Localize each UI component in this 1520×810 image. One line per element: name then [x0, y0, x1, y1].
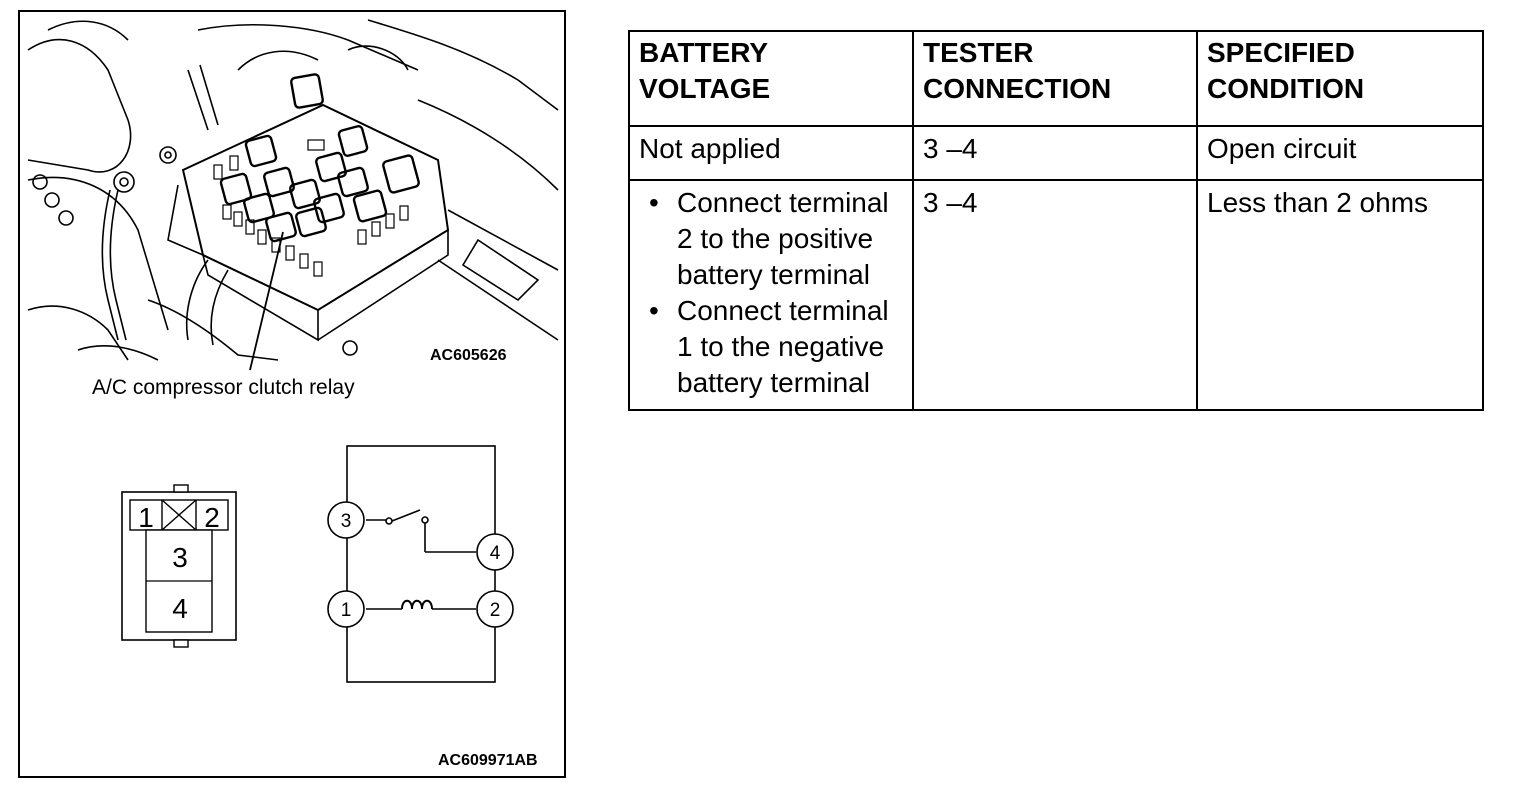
- header-specified-condition: SPECIFIED CONDITION: [1196, 30, 1484, 127]
- schematic-node-3-circle: [327, 501, 365, 539]
- figure-code: AC609971AB: [438, 752, 538, 769]
- figure-frame: [18, 10, 566, 778]
- table-header-row: BATTERY VOLTAGE TESTER CONNECTION SPECIF…: [628, 30, 1484, 127]
- schematic-node-4-circle: [476, 533, 514, 571]
- connector-terminal-3: 3: [172, 542, 188, 573]
- schematic-node-3: 3: [341, 511, 352, 532]
- relay-schematic: [327, 445, 514, 683]
- table-row: Not applied 3 –4 Open circuit: [628, 125, 1484, 181]
- schematic-node-2: 2: [490, 600, 501, 621]
- list-item: Connect terminal 2 to the positive batte…: [639, 185, 903, 293]
- battery-voltage-steps: Connect terminal 2 to the positive batte…: [639, 185, 903, 401]
- schematic-node-4: 4: [490, 543, 501, 564]
- cell-tester-connection: 3 –4: [912, 179, 1198, 411]
- schematic-node-1-circle: [327, 590, 365, 628]
- cell-specified-condition: Open circuit: [1196, 125, 1484, 181]
- header-tester-connection: TESTER CONNECTION: [912, 30, 1198, 127]
- engine-bay-illustration: [27, 19, 559, 361]
- schematic-node-1: 1: [341, 600, 352, 621]
- callout-leader-line: [249, 231, 284, 371]
- cell-specified-condition: Less than 2 ohms: [1196, 179, 1484, 411]
- relay-check-table: BATTERY VOLTAGE TESTER CONNECTION SPECIF…: [628, 30, 1484, 411]
- relay-figure-svg: AC605626 A/C compressor clutch relay 1 2…: [18, 10, 566, 778]
- connector-face-view: 1 2 3 4: [121, 484, 237, 648]
- relay-figure: AC605626 A/C compressor clutch relay 1 2…: [18, 10, 566, 778]
- cell-battery-voltage: Not applied: [628, 125, 914, 181]
- cell-tester-connection: 3 –4: [912, 125, 1198, 181]
- list-item: Connect terminal 1 to the negative batte…: [639, 293, 903, 401]
- photo-code: AC605626: [430, 347, 507, 364]
- table-row: Connect terminal 2 to the positive batte…: [628, 179, 1484, 411]
- connector-terminal-1: 1: [138, 502, 154, 533]
- cell-battery-voltage: Connect terminal 2 to the positive batte…: [628, 179, 914, 411]
- schematic-node-2-circle: [476, 590, 514, 628]
- header-battery-voltage: BATTERY VOLTAGE: [628, 30, 914, 127]
- callout-label: A/C compressor clutch relay: [92, 376, 355, 399]
- connector-terminal-2: 2: [204, 502, 220, 533]
- connector-terminal-4: 4: [172, 593, 188, 624]
